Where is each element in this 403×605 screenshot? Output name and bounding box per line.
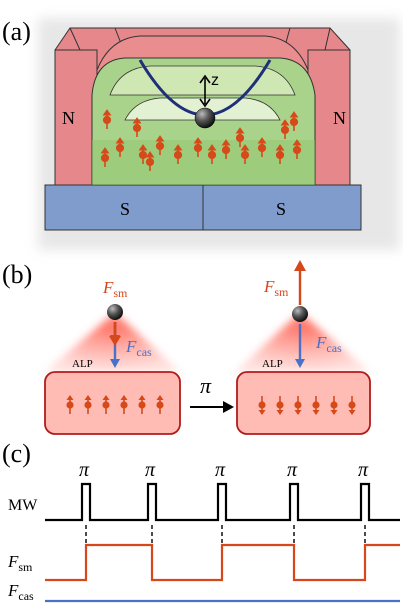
pi-transition-arrow: π bbox=[190, 373, 234, 413]
spin-arrow bbox=[221, 139, 231, 159]
spin-arrow-down bbox=[294, 396, 302, 415]
spin-arrow-up bbox=[66, 395, 74, 414]
magnet-assembly: z N N S S bbox=[38, 18, 400, 250]
spin-arrow bbox=[102, 109, 112, 129]
z-axis-label: z bbox=[211, 72, 219, 89]
pi-pulse-label: π bbox=[79, 459, 90, 481]
spin-arrow bbox=[115, 137, 125, 157]
spin-arrow-down bbox=[330, 396, 338, 415]
spin-arrow bbox=[280, 119, 290, 139]
spin-arrow bbox=[292, 139, 302, 159]
mw-trace bbox=[45, 482, 400, 522]
magnet-bottom-left-label: S bbox=[120, 199, 130, 219]
row-label-fcas: Fcas bbox=[7, 581, 34, 603]
spin-arrow bbox=[100, 147, 110, 167]
spin-arrow bbox=[240, 144, 250, 164]
magnet-left-label: N bbox=[62, 108, 75, 128]
pi-pulse-label: π bbox=[358, 459, 369, 481]
magnet-bottom-left bbox=[44, 184, 204, 231]
row-label-mw: MW bbox=[8, 497, 38, 514]
magnet-bottom-right-label: S bbox=[276, 199, 286, 219]
f-sm-right: Fsm bbox=[263, 277, 289, 299]
spin-arrow-up bbox=[84, 395, 92, 414]
levitated-sphere bbox=[194, 107, 216, 129]
spin-arrow-up bbox=[120, 395, 128, 414]
row-label-fsm: Fsm bbox=[7, 552, 33, 574]
spin-arrow-up bbox=[156, 395, 164, 414]
magnet-bottom-right bbox=[202, 184, 362, 231]
pi-pulse-label: π bbox=[215, 459, 226, 481]
panel-a-label: (a) bbox=[2, 17, 31, 46]
spin-box-left bbox=[44, 371, 181, 435]
spin-arrow bbox=[275, 144, 285, 164]
magnet-left bbox=[54, 49, 98, 191]
spin-arrow bbox=[155, 135, 165, 155]
f-cas-left: Fcas bbox=[125, 337, 152, 359]
spin-arrow-down bbox=[348, 396, 356, 415]
alp-left: ALP bbox=[72, 358, 93, 370]
magnet-right-label: N bbox=[333, 108, 346, 128]
spin-arrow bbox=[132, 117, 142, 137]
probe-sphere-left bbox=[107, 304, 123, 320]
spin-arrow bbox=[173, 144, 183, 164]
spin-arrow bbox=[235, 127, 245, 147]
spin-ensemble bbox=[100, 109, 302, 171]
state-left: Fsm Fcas ALP bbox=[44, 278, 181, 435]
spin-box-right bbox=[236, 371, 371, 435]
panel-b-label: (b) bbox=[2, 260, 32, 289]
panel-c-label: (c) bbox=[2, 439, 31, 468]
magnet-right bbox=[307, 49, 351, 191]
spin-arrow bbox=[193, 137, 203, 157]
spin-arrow-down bbox=[312, 396, 320, 415]
spin-arrow bbox=[145, 151, 155, 171]
spin-arrow-up bbox=[138, 395, 146, 414]
spin-arrow-down bbox=[258, 396, 266, 415]
alp-right: ALP bbox=[262, 358, 283, 370]
probe-sphere-right bbox=[292, 306, 308, 322]
state-right: Fsm Fcas ALP bbox=[235, 260, 371, 435]
spin-arrow bbox=[138, 144, 148, 164]
z-axis-arrow bbox=[199, 74, 211, 108]
spin-arrow bbox=[207, 144, 217, 164]
pi-pulse-label: π bbox=[287, 459, 298, 481]
spin-arrow bbox=[257, 137, 267, 157]
pi-transition-label: π bbox=[200, 373, 212, 398]
fsm-trace bbox=[45, 543, 400, 582]
spin-arrow-down bbox=[276, 396, 284, 415]
f-sm-left: Fsm bbox=[102, 278, 128, 300]
spin-arrow-up bbox=[102, 395, 110, 414]
spin-arrow bbox=[289, 111, 299, 131]
pi-pulse-label: π bbox=[145, 459, 156, 481]
f-cas-right: Fcas bbox=[315, 333, 342, 355]
